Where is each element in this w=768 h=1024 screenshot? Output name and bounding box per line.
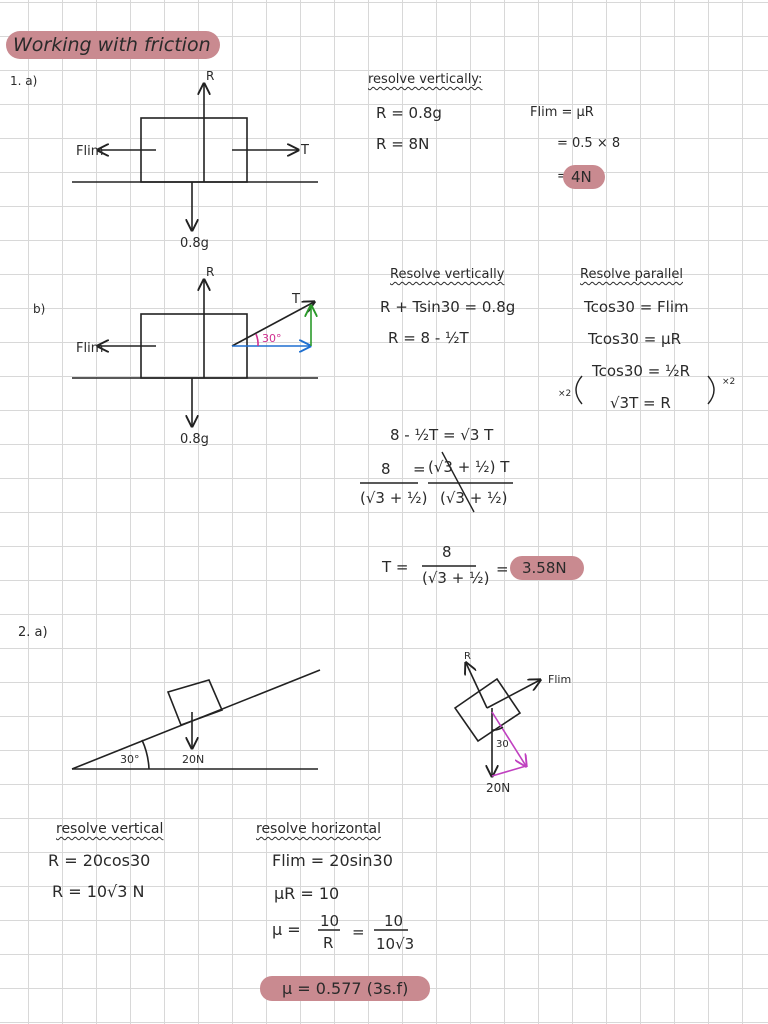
q2a-answer-highlight: [260, 976, 430, 1001]
q1a-answer-highlight: [563, 165, 605, 189]
q2a-answer: μ = 0.577 (3s.f): [282, 979, 409, 998]
angle-arc: [255, 333, 259, 347]
q1b-number: b): [33, 302, 46, 316]
q2a-fbd-angle-label: 30: [496, 739, 509, 750]
page-title: Working with friction: [6, 31, 220, 59]
q1a-friction-label: Flim: [76, 144, 104, 159]
q1b-angle-label: 30°: [262, 332, 282, 345]
q1b-rv2: R = 8 - ½T: [388, 329, 469, 347]
q2a-frac2-den: 10√3: [376, 935, 415, 953]
q1b-t-den: (√3 + ½): [422, 569, 490, 587]
angle-arc: [141, 739, 150, 770]
q2a-rv1: R = 20cos30: [48, 851, 151, 870]
x2-brace-left: [575, 375, 583, 405]
block: [140, 313, 248, 379]
q1a-flim2: = 0.5 × 8: [557, 136, 621, 151]
q2a-fbd: [453, 663, 540, 777]
q2a-fbd-normal-label: R: [464, 651, 471, 662]
q2a-frac1-den: R: [323, 934, 334, 952]
fbd-friction-arrow: [486, 680, 540, 709]
fbd-block: [453, 677, 522, 743]
q1b-eq1: 8 - ½T = √3 T: [390, 426, 494, 444]
q1a-line2: R = 8N: [376, 135, 430, 153]
q1a-flim1: Flim = μR: [530, 105, 594, 120]
q2a-frac1-num: 10: [320, 912, 340, 930]
q2a-mu-label: μ =: [272, 920, 301, 939]
q2a-rh1: Flim = 20sin30: [272, 851, 393, 870]
q2a-weight-label: 20N: [182, 753, 205, 766]
q1a-diagram: [72, 84, 318, 230]
q1a-tension-label: T: [301, 143, 309, 158]
q1a-weight-label: 0.8g: [180, 236, 209, 251]
q1b-t-num: 8: [442, 543, 452, 561]
fbd-normal-arrow: [466, 663, 488, 709]
q1b-normal-label: R: [206, 265, 215, 279]
q1a-line1: R = 0.8g: [376, 104, 442, 122]
cancel-mark: [441, 451, 475, 513]
q2a-fbd-weight-label: 20N: [486, 781, 511, 795]
q1b-eq2-den-left: (√3 + ½): [360, 489, 428, 507]
q1b-t-eq: =: [496, 560, 509, 578]
q2a-diagram: [71, 669, 321, 770]
q1b-rp2: Tcos30 = μR: [588, 330, 682, 348]
fbd-component-b: [491, 765, 527, 777]
q1b-tension-label: T: [292, 292, 300, 307]
q1b-t-label: T =: [382, 558, 409, 576]
q2a-eq: =: [352, 923, 365, 941]
q1a-answer: 4N: [571, 168, 592, 186]
q1b-answer-highlight: [510, 556, 584, 580]
q1b-x2-right: ×2: [722, 377, 736, 387]
x2-brace-right: [707, 375, 715, 405]
q2a-rhor-title: resolve horizontal: [256, 821, 381, 837]
q1b-rp-title: Resolve parallel: [580, 267, 683, 282]
q1b-eq2-den-right: (√3 + ½): [440, 489, 508, 507]
fbd-angle-arc: [491, 726, 504, 731]
q2a-rvert-title: resolve vertical: [56, 821, 164, 837]
q1a-normal-label: R: [206, 69, 215, 83]
q2a-number: 2. a): [18, 625, 48, 640]
q2a-rh2: μR = 10: [274, 884, 340, 903]
q1b-eq2-num-left: 8: [381, 460, 391, 478]
q1b-diagram: [72, 280, 318, 426]
block: [140, 117, 248, 183]
q1b-rp3: Tcos30 = ½R: [592, 362, 691, 380]
q1b-friction-label: Flim: [76, 341, 104, 356]
q1a-resolve-title: resolve vertically:: [368, 72, 483, 87]
q1b-rv1: R + Tsin30 = 0.8g: [380, 298, 516, 316]
q1b-rp4: √3T = R: [610, 394, 671, 412]
q2a-frac2-num: 10: [384, 912, 404, 930]
q1b-eq2-eq: =: [413, 460, 426, 478]
q1b-weight-label: 0.8g: [180, 432, 209, 447]
q1b-x2-left: ×2: [558, 389, 572, 399]
q1b-answer: 3.58N: [522, 559, 567, 577]
q1b-rv-title: Resolve vertically: [390, 267, 505, 282]
q2a-fbd-friction-label: Flim: [548, 673, 572, 686]
block: [166, 679, 224, 727]
q2a-angle-label: 30°: [120, 753, 140, 766]
q1a-flim3: =: [557, 170, 568, 183]
tension-arrow: [231, 302, 314, 347]
q1b-rp1: Tcos30 = Flim: [584, 298, 689, 316]
q1a-number: 1. a): [10, 74, 38, 88]
fbd-component-a: [491, 711, 526, 766]
q1b-fraction-lines: [360, 375, 715, 567]
q2a-rv2: R = 10√3 N: [52, 882, 145, 901]
q1b-eq2-num-right: (√3 + ½) T: [428, 458, 510, 476]
